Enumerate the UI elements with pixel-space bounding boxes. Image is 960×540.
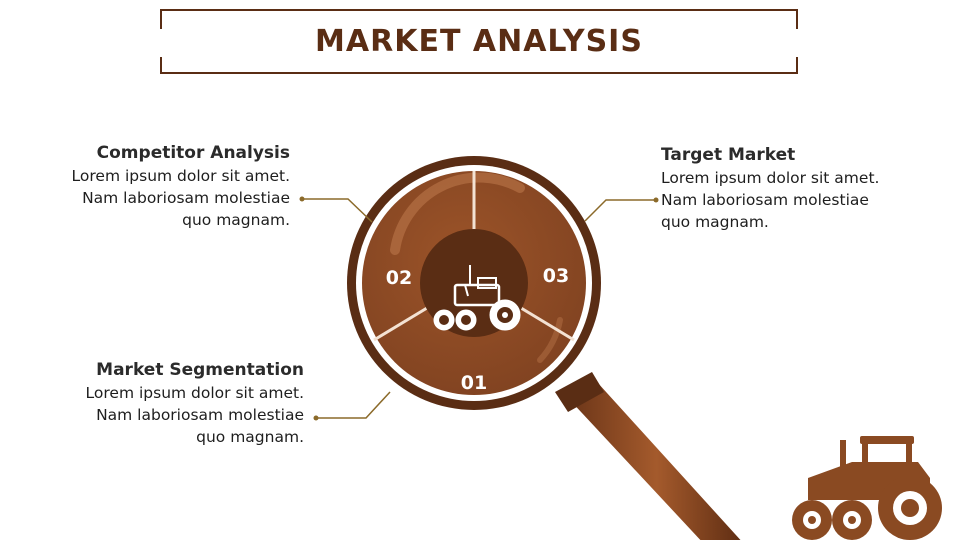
slide-title: MARKET ANALYSIS [315,24,643,59]
competitor-analysis-block: Competitor Analysis Lorem ipsum dolor si… [70,143,290,231]
segment-number-02: 02 [386,267,412,289]
market-segmentation-block: Market Segmentation Lorem ipsum dolor si… [70,360,304,448]
connector-dot [299,196,305,202]
target-market-heading: Target Market [661,145,796,165]
title-frame: MARKET ANALYSIS [159,9,799,74]
connector-segmentation [316,391,391,419]
market-segmentation-text: Lorem ipsum dolor sit amet. Nam laborios… [85,384,304,446]
tractor-icon [433,265,521,331]
competitor-analysis-heading: Competitor Analysis [96,143,290,163]
connector-dot [653,197,659,203]
magnifier-handle [555,372,741,540]
connector-dot [313,415,319,421]
segment-number-01: 01 [461,372,487,394]
segment-number-03: 03 [543,265,569,287]
connector-target [584,199,656,222]
competitor-analysis-text: Lorem ipsum dolor sit amet. Nam laborios… [71,167,290,229]
tractor-icon [792,436,942,540]
connector-lines [302,198,656,419]
connector-competitor [302,198,373,223]
market-segmentation-heading: Market Segmentation [96,360,304,380]
target-market-text: Lorem ipsum dolor sit amet. Nam laborios… [661,169,880,231]
target-market-block: Target Market Lorem ipsum dolor sit amet… [661,145,901,233]
